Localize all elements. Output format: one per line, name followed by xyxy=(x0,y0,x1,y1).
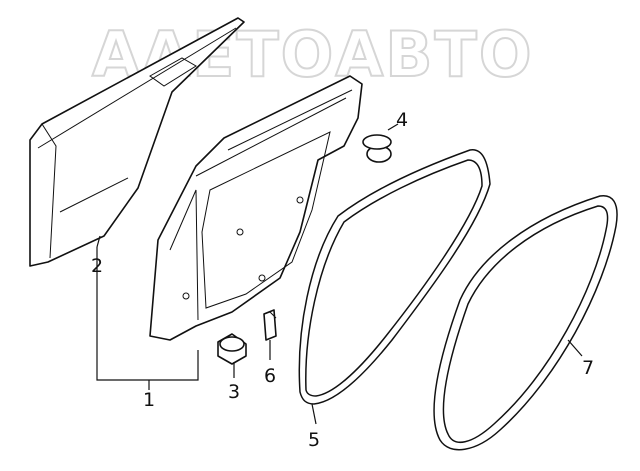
leader-lines xyxy=(96,123,583,425)
bumper-part xyxy=(217,333,247,365)
callout-2: 2 xyxy=(91,255,103,277)
door-weatherstrip xyxy=(298,149,491,405)
plug-part xyxy=(362,134,392,163)
outer-door-panel xyxy=(29,17,245,267)
callout-3: 3 xyxy=(228,381,240,403)
inner-door-frame xyxy=(149,75,363,341)
body-weatherstrip xyxy=(433,194,618,451)
clip-part xyxy=(263,309,277,341)
callout-6: 6 xyxy=(264,365,276,387)
callout-4: 4 xyxy=(396,109,408,131)
callout-1: 1 xyxy=(143,389,155,411)
callout-7: 7 xyxy=(582,357,594,379)
callout-5: 5 xyxy=(308,429,320,451)
